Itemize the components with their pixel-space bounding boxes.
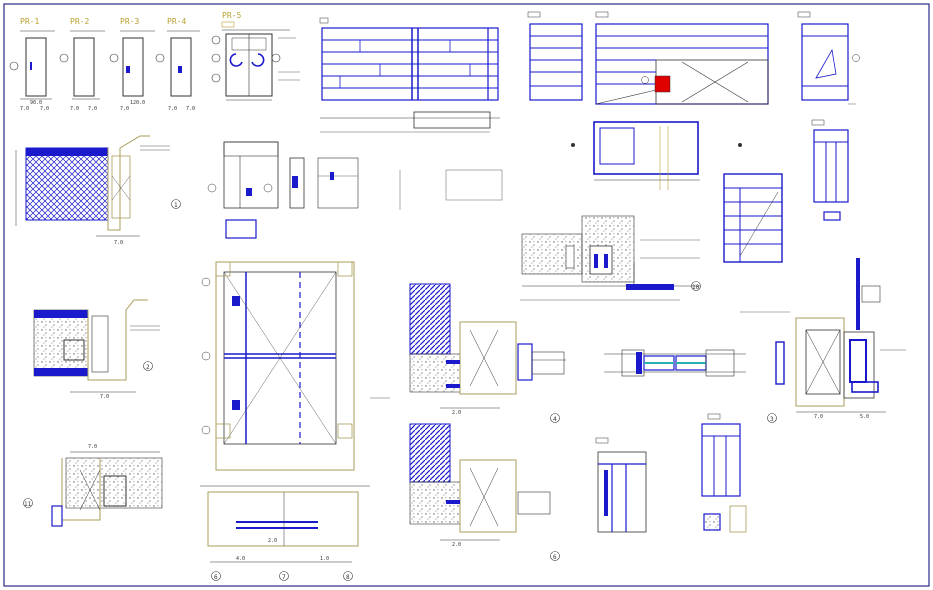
detail-number: 6 [214, 574, 218, 581]
section-detail-1: 7.0 1 [15, 135, 181, 246]
dim-text: 7.0 [814, 414, 823, 420]
dim-text: 90.0 [30, 100, 42, 106]
detail-number: 4 [553, 416, 557, 423]
dim-text: 120.0 [130, 100, 145, 106]
plan-grid-bottom: 6 7 8 4.0 2.0 1.0 [200, 485, 370, 581]
dim-text: 7.0 [88, 444, 97, 450]
detail-number: 2 [146, 364, 150, 371]
stair-plan-detail [723, 173, 783, 263]
panel-elevation-large [319, 17, 500, 133]
bottom-elevation-b [701, 413, 747, 533]
door-type-pr5: PR-5 [211, 11, 300, 101]
door-type-pr3: PR-3 7.0 120.0 [109, 17, 155, 112]
section-detail-11: 7.0 11 [23, 444, 163, 527]
detail-number: 11 [24, 501, 32, 508]
sheet-border [3, 3, 930, 587]
panel-elevation-right [797, 11, 860, 105]
door-tag: PR-4 [167, 17, 186, 26]
dim-text: 7.0 [40, 106, 49, 112]
horizontal-wall-section [604, 341, 785, 385]
door-type-pr1: PR-1 90.0 7.0 7.0 [9, 17, 55, 112]
panel-elevation-small-b [595, 11, 769, 105]
section-detail-6: 2.0 6 [409, 423, 560, 561]
window-grid-elevation [201, 261, 355, 471]
door-type-pr4: PR-4 7.0 7.0 [155, 17, 200, 112]
dim-text: 2.0 [452, 410, 461, 416]
dim-text: 2.0 [452, 542, 461, 548]
dim-text: 7.0 [70, 106, 79, 112]
dim-text: 7.0 [186, 106, 195, 112]
section-detail-2: 7.0 2 [33, 299, 153, 400]
dim-text: 7.0 [120, 106, 129, 112]
door-type-pr2: PR-2 7.0 7.0 [59, 17, 105, 112]
dim-text: 1.0 [320, 556, 329, 562]
cabinet-details-group [207, 141, 359, 239]
dim-text: 7.0 [100, 394, 109, 400]
door-tag: PR-5 [222, 11, 241, 20]
detail-number: 6 [553, 554, 557, 561]
floor-plan-detail [571, 121, 742, 190]
dim-text: 7.0 [114, 240, 123, 246]
bottom-elevation-a [595, 437, 647, 533]
detail-number: 8 [346, 574, 350, 581]
door-tag: PR-2 [70, 17, 89, 26]
dim-text: 7.0 [20, 106, 29, 112]
detail-number: 3 [770, 416, 774, 423]
section-detail-4: 2.0 4 [409, 283, 566, 423]
section-detail-10: 10 [520, 215, 701, 301]
leader-lines [130, 145, 790, 399]
detail-number: 10 [692, 284, 700, 291]
door-tag: PR-1 [20, 17, 39, 26]
door-types-group: PR-1 90.0 7.0 7.0 PR-2 7.0 7.0 PR-3 7.0 [9, 11, 300, 112]
dim-text: 4.0 [236, 556, 245, 562]
cabinet-elevation [811, 119, 849, 221]
dim-text: 2.0 [268, 538, 277, 544]
section-detail-3: 7.0 5.0 3 [767, 258, 906, 423]
door-tag: PR-3 [120, 17, 139, 26]
detail-number: 7 [282, 574, 286, 581]
dim-text: 7.0 [168, 106, 177, 112]
red-marker [654, 75, 671, 93]
detail-number: 1 [174, 202, 178, 209]
dim-text: 5.0 [860, 414, 869, 420]
panel-elevation-small-a [527, 11, 583, 101]
dim-text: 7.0 [88, 106, 97, 112]
